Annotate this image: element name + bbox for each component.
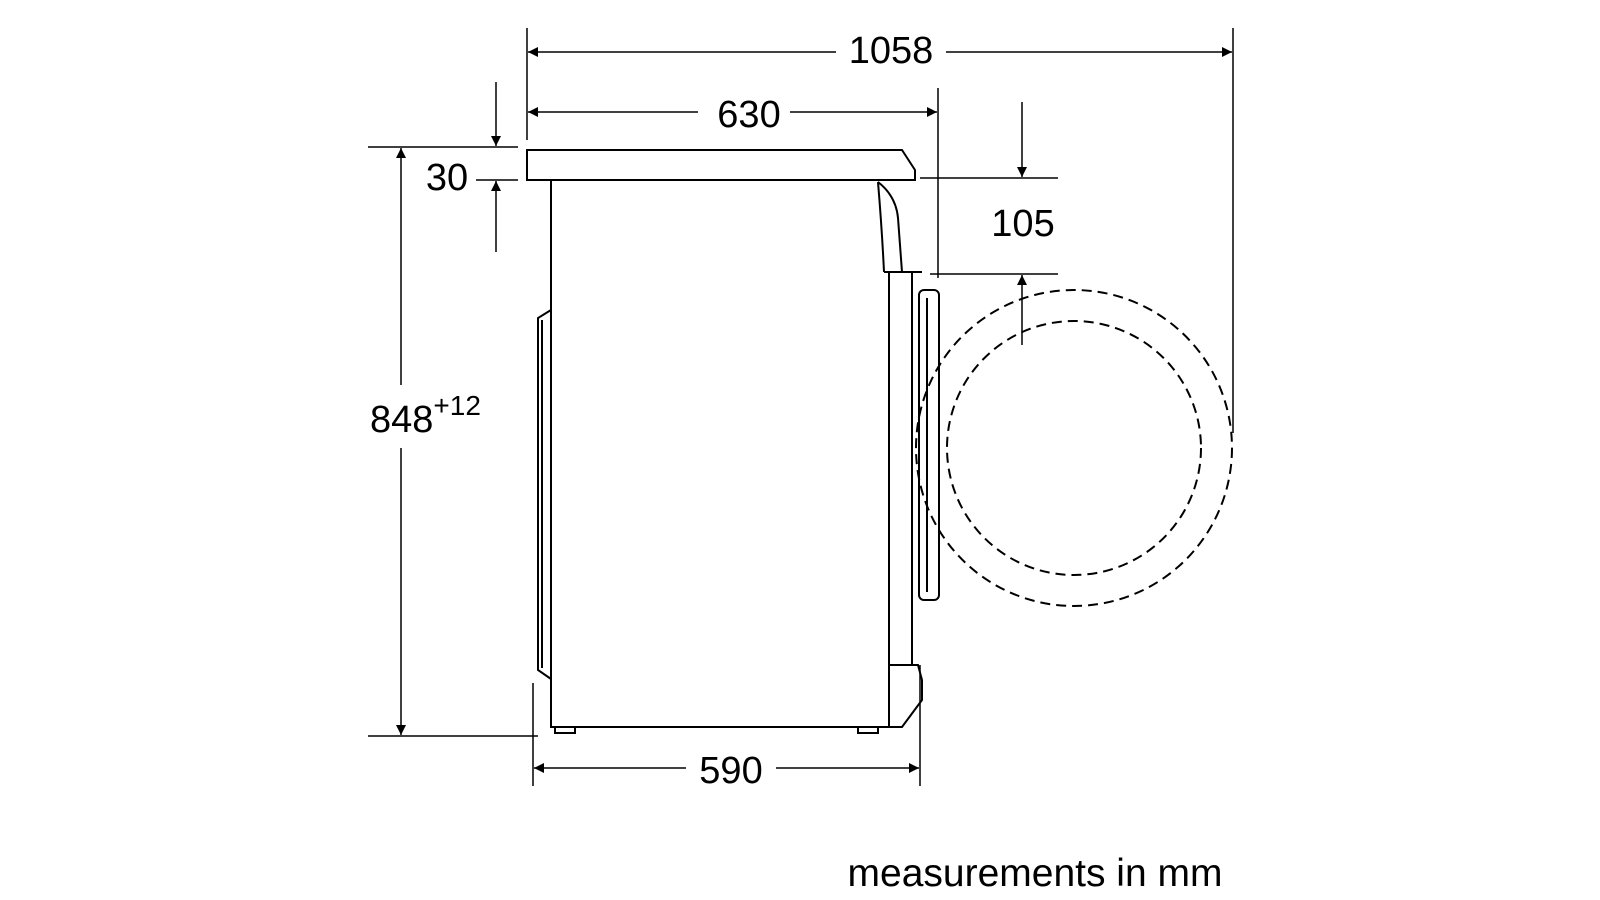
label-848: 848+12 bbox=[370, 390, 481, 441]
label-848-tolerance: +12 bbox=[433, 390, 481, 421]
cabinet-body bbox=[550, 180, 890, 728]
extension-lines bbox=[368, 28, 1234, 786]
worktop-lid bbox=[526, 149, 916, 181]
door-swing-circles bbox=[915, 289, 1233, 607]
label-590: 590 bbox=[699, 750, 762, 792]
dimension-lines bbox=[396, 47, 1232, 773]
appliance-outline bbox=[526, 149, 940, 734]
label-848-value: 848 bbox=[370, 399, 433, 441]
rear-foot bbox=[554, 727, 576, 734]
label-1058: 1058 bbox=[849, 30, 934, 72]
door bbox=[918, 289, 940, 601]
back-bulge bbox=[537, 309, 552, 680]
door-swing-outer bbox=[915, 289, 1233, 607]
label-30: 30 bbox=[426, 157, 468, 199]
label-105: 105 bbox=[991, 203, 1054, 245]
door-swing-inner bbox=[946, 320, 1202, 576]
label-630: 630 bbox=[717, 94, 780, 136]
control-panel bbox=[877, 181, 903, 273]
front-foot bbox=[857, 727, 879, 734]
units-note: measurements in mm bbox=[848, 852, 1223, 895]
